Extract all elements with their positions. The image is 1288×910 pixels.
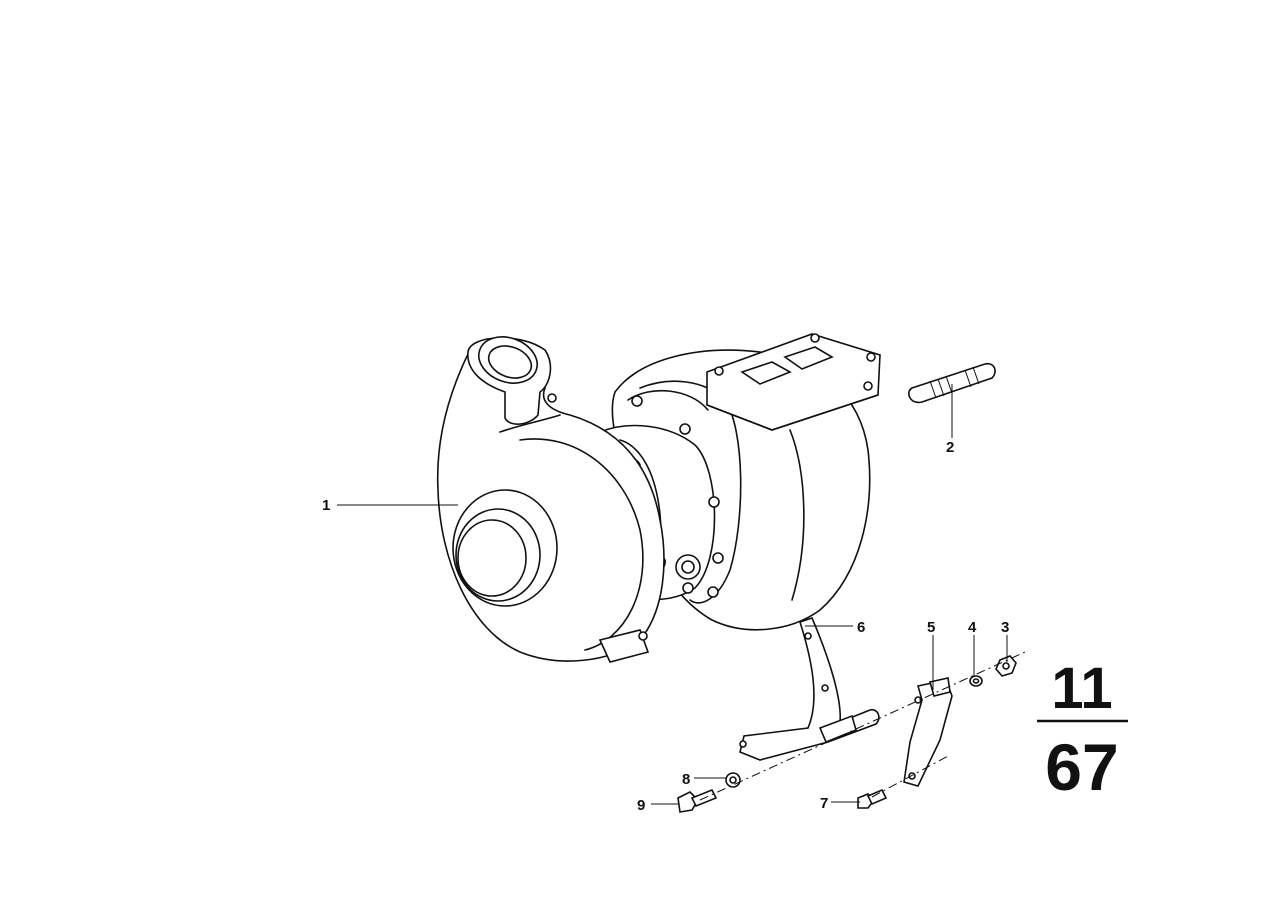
stud-drawing[interactable]: [908, 362, 996, 404]
callout-7: 7: [820, 795, 828, 812]
nut-drawing[interactable]: [995, 655, 1017, 677]
callout-6: 6: [857, 619, 865, 636]
callout-8: 8: [682, 771, 690, 788]
callout-5: 5: [927, 619, 935, 636]
bolt-drawing[interactable]: [677, 788, 718, 813]
bolt-lower-drawing[interactable]: [857, 788, 888, 809]
washer-drawing[interactable]: [969, 675, 983, 687]
support-bracket-drawing[interactable]: [903, 677, 953, 787]
group-code-top: 11: [1051, 656, 1112, 721]
callout-2: 2: [946, 439, 954, 456]
turbocharger-drawing[interactable]: [436, 329, 881, 663]
bracket-drawing[interactable]: [739, 617, 880, 761]
group-code-bottom: 67: [1045, 730, 1118, 804]
washer-lower-drawing[interactable]: [725, 772, 741, 788]
callout-9: 9: [637, 797, 645, 814]
callout-1: 1: [322, 497, 330, 514]
callout-4: 4: [968, 619, 977, 636]
callout-3: 3: [1001, 619, 1009, 636]
